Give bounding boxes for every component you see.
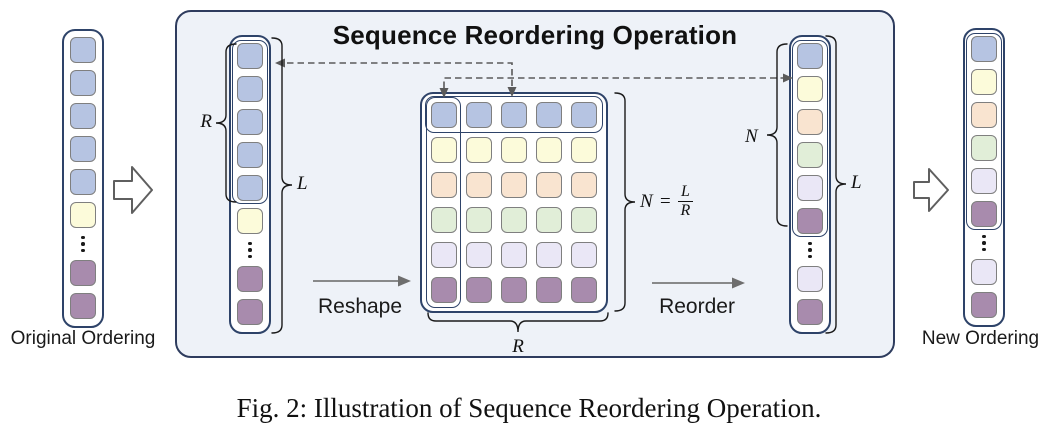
token-lavender bbox=[501, 242, 527, 268]
token-blue bbox=[70, 37, 96, 63]
token-purple bbox=[237, 299, 263, 325]
formula-numerator: L bbox=[680, 183, 690, 200]
token-yellow bbox=[571, 137, 597, 163]
token-blue bbox=[571, 102, 597, 128]
token-blue bbox=[70, 70, 96, 96]
reorder-label: Reorder bbox=[659, 295, 735, 318]
token-green bbox=[466, 207, 492, 233]
token-purple bbox=[971, 201, 997, 227]
token-green bbox=[431, 207, 457, 233]
original-ordering-column bbox=[62, 29, 104, 328]
first-n-block-highlight bbox=[792, 40, 828, 237]
token-yellow bbox=[971, 69, 997, 95]
ellipsis-dots bbox=[81, 235, 85, 253]
block-arrow-left-icon bbox=[113, 166, 153, 214]
token-blue bbox=[70, 136, 96, 162]
token-lavender bbox=[971, 168, 997, 194]
token-blue bbox=[237, 109, 263, 135]
token-blue bbox=[797, 43, 823, 69]
token-lavender bbox=[536, 242, 562, 268]
token-peach bbox=[501, 172, 527, 198]
token-blue bbox=[466, 102, 492, 128]
ellipsis-dots bbox=[808, 241, 812, 259]
token-peach bbox=[536, 172, 562, 198]
token-blue bbox=[70, 169, 96, 195]
token-lavender bbox=[466, 242, 492, 268]
token-yellow bbox=[70, 202, 96, 228]
token-purple bbox=[70, 260, 96, 286]
token-green bbox=[536, 207, 562, 233]
formula-equals: = bbox=[658, 190, 672, 212]
new-ordering-label: New Ordering bbox=[921, 328, 1040, 349]
token-peach bbox=[466, 172, 492, 198]
grid-column-highlight bbox=[426, 97, 461, 308]
r-label-left: R bbox=[200, 111, 212, 132]
token-green bbox=[971, 135, 997, 161]
token-lavender bbox=[797, 266, 823, 292]
token-blue bbox=[237, 175, 263, 201]
token-purple bbox=[571, 277, 597, 303]
token-blue bbox=[431, 102, 457, 128]
token-purple bbox=[237, 266, 263, 292]
formula-fraction: L R bbox=[677, 183, 694, 221]
formula-denominator: R bbox=[677, 201, 694, 220]
token-peach bbox=[971, 102, 997, 128]
new-ordering-column bbox=[963, 28, 1005, 327]
n-equals-l-over-r-formula: N = L R bbox=[640, 183, 694, 221]
formula-lhs: N bbox=[640, 190, 653, 212]
first-r-block-highlight bbox=[232, 40, 268, 204]
token-yellow bbox=[797, 76, 823, 102]
token-purple bbox=[971, 292, 997, 318]
token-purple bbox=[431, 277, 457, 303]
block-arrow-right-icon bbox=[913, 168, 949, 212]
token-green bbox=[571, 207, 597, 233]
n-label-right: N bbox=[745, 126, 758, 147]
token-peach bbox=[571, 172, 597, 198]
token-blue bbox=[536, 102, 562, 128]
token-green bbox=[501, 207, 527, 233]
r-label-grid-bottom: R bbox=[512, 336, 524, 357]
l-label-right: L bbox=[851, 172, 862, 193]
ellipsis-dots bbox=[248, 241, 252, 259]
token-peach bbox=[431, 172, 457, 198]
token-purple bbox=[536, 277, 562, 303]
token-lavender bbox=[797, 175, 823, 201]
l-label-left: L bbox=[297, 173, 308, 194]
token-blue bbox=[501, 102, 527, 128]
ellipsis-dots bbox=[982, 234, 986, 252]
token-blue bbox=[971, 36, 997, 62]
new-ordering-block-highlight bbox=[966, 33, 1002, 230]
token-purple bbox=[797, 299, 823, 325]
reshape-label: Reshape bbox=[317, 295, 403, 318]
token-purple bbox=[797, 208, 823, 234]
token-purple bbox=[501, 277, 527, 303]
token-lavender bbox=[971, 259, 997, 285]
token-purple bbox=[466, 277, 492, 303]
token-peach bbox=[797, 109, 823, 135]
token-blue bbox=[237, 142, 263, 168]
post-reshape-column bbox=[789, 35, 831, 334]
panel-title: Sequence Reordering Operation bbox=[332, 20, 738, 50]
token-blue bbox=[70, 103, 96, 129]
reshape-grid bbox=[420, 92, 608, 313]
token-yellow bbox=[237, 208, 263, 234]
token-green bbox=[797, 142, 823, 168]
token-yellow bbox=[501, 137, 527, 163]
token-blue bbox=[237, 76, 263, 102]
token-blue bbox=[237, 43, 263, 69]
token-yellow bbox=[536, 137, 562, 163]
token-lavender bbox=[571, 242, 597, 268]
token-lavender bbox=[431, 242, 457, 268]
figure-caption: Fig. 2: Illustration of Sequence Reorder… bbox=[236, 393, 822, 423]
original-ordering-label: Original Ordering bbox=[10, 328, 156, 349]
token-yellow bbox=[466, 137, 492, 163]
token-yellow bbox=[431, 137, 457, 163]
token-purple bbox=[70, 293, 96, 319]
